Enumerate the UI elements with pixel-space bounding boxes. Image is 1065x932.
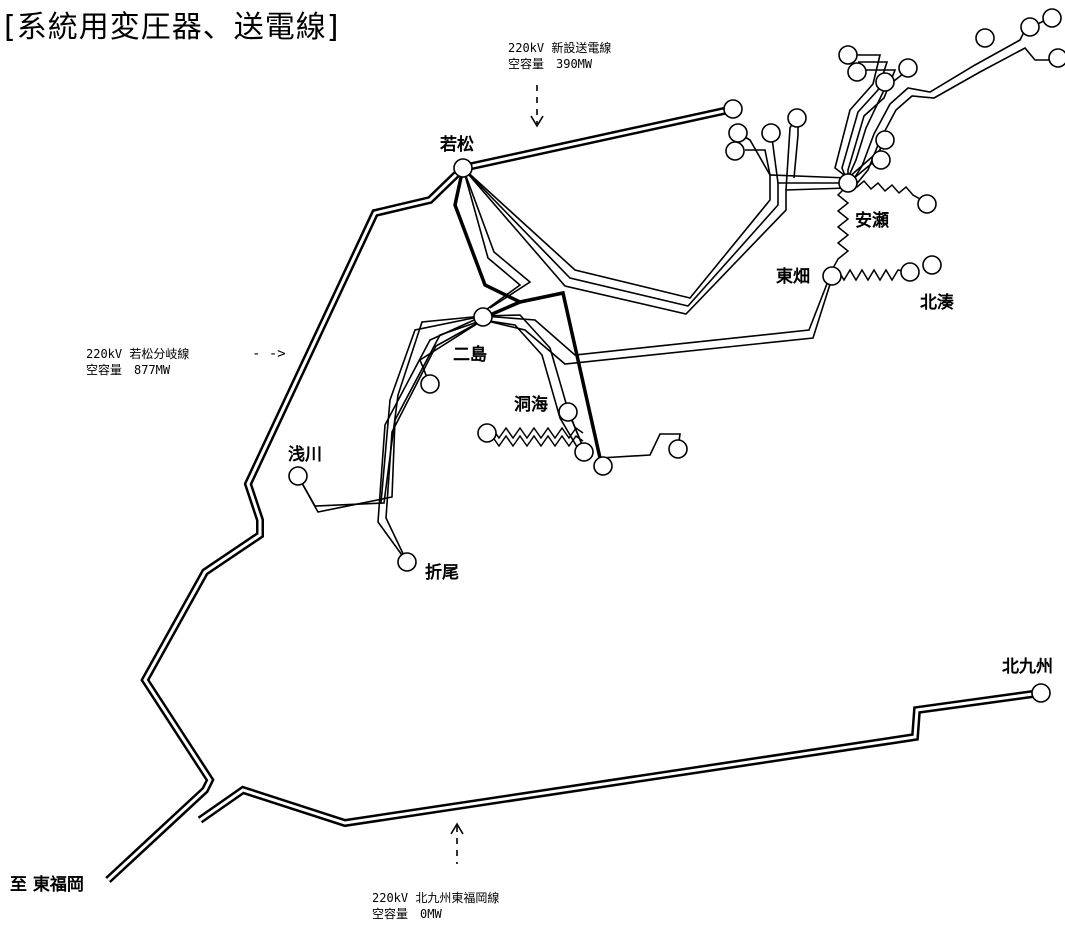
wakamatsu-yasuse-bundle xyxy=(462,167,849,315)
terminal-node xyxy=(875,130,895,150)
terminal-node xyxy=(761,123,781,143)
terminal-node xyxy=(787,108,807,128)
terminal-node xyxy=(574,442,594,462)
terminal-node xyxy=(668,439,688,459)
terminal-node xyxy=(1020,17,1040,37)
terminal-node xyxy=(723,99,743,119)
wakamatsu-futajima-feeders xyxy=(462,167,532,313)
label-orio: 折尾 xyxy=(425,563,459,583)
terminal-node xyxy=(898,58,918,78)
terminal-node xyxy=(847,62,867,82)
new-transmission-line xyxy=(462,105,734,172)
terminal-node xyxy=(477,423,497,443)
line-name: 220kV 新設送電線 xyxy=(508,41,612,55)
yasuse-north-feeders xyxy=(834,17,1058,193)
line-capacity: 空容量 390MW xyxy=(508,57,593,71)
terminal-node xyxy=(838,45,858,65)
terminal-node xyxy=(875,72,895,92)
wakamatsu-branch-line xyxy=(105,165,466,883)
label-kitaminato: 北湊 xyxy=(920,293,954,313)
label-dokai: 洞海 xyxy=(514,395,548,415)
capacity-arrows xyxy=(450,85,544,864)
line-name: 220kV 北九州東福岡線 xyxy=(372,891,500,905)
terminal-node xyxy=(975,28,995,48)
yasuse-east-cable xyxy=(849,179,926,204)
label-higashihata: 東畑 xyxy=(776,267,810,287)
kitakyushu-node xyxy=(1031,683,1051,703)
label-asakawa: 浅川 xyxy=(288,445,322,465)
terminal-node xyxy=(1042,8,1062,28)
annotation-branch-line: 220kV 若松分岐線 空容量 877MW xyxy=(86,346,189,378)
terminal-node xyxy=(922,255,942,275)
futajima-higashihata-line xyxy=(482,275,833,365)
wakamatsu-node xyxy=(453,158,473,178)
yasuse-higashihata-cable xyxy=(831,187,850,271)
terminal-node xyxy=(558,402,578,422)
label-higashifukuoka: 至 東福岡 xyxy=(10,875,84,895)
annotation-kitakyushu-line: 220kV 北九州東福岡線 空容量 0MW xyxy=(372,890,499,922)
terminal-node xyxy=(728,123,748,143)
wakamatsu-futajima-line xyxy=(453,167,602,459)
terminal-node xyxy=(1048,48,1065,68)
terminal-node xyxy=(900,262,920,282)
line-capacity: 空容量 877MW xyxy=(86,363,171,377)
asakawa-node xyxy=(288,466,308,486)
line-capacity: 空容量 0MW xyxy=(372,907,442,921)
higashihata-node xyxy=(822,266,842,286)
terminal-node xyxy=(871,150,891,170)
branch-arrow: - -> xyxy=(252,346,286,362)
line-name: 220kV 若松分岐線 xyxy=(86,347,190,361)
terminal-node xyxy=(420,374,440,394)
label-yasuse: 安瀬 xyxy=(855,211,889,231)
yasuse-node xyxy=(838,173,858,193)
higashihata-kitaminato-cable xyxy=(831,268,908,282)
page-title: [系統用変圧器、送電線] xyxy=(4,10,340,45)
station-circles xyxy=(288,8,1065,703)
annotation-new-line: 220kV 新設送電線 空容量 390MW xyxy=(508,40,611,72)
terminal-node xyxy=(593,456,613,476)
terminal-node xyxy=(917,194,937,214)
kitakyushu-higashifukuoka-line xyxy=(197,689,1041,828)
label-futajima: 二島 xyxy=(453,345,487,365)
futajima-node xyxy=(473,307,493,327)
futajima-west-feeders xyxy=(297,315,484,563)
label-wakamatsu: 若松 xyxy=(440,135,474,155)
orio-node xyxy=(397,552,417,572)
label-kitakyushu: 北九州 xyxy=(1002,657,1053,677)
terminal-node xyxy=(725,141,745,161)
